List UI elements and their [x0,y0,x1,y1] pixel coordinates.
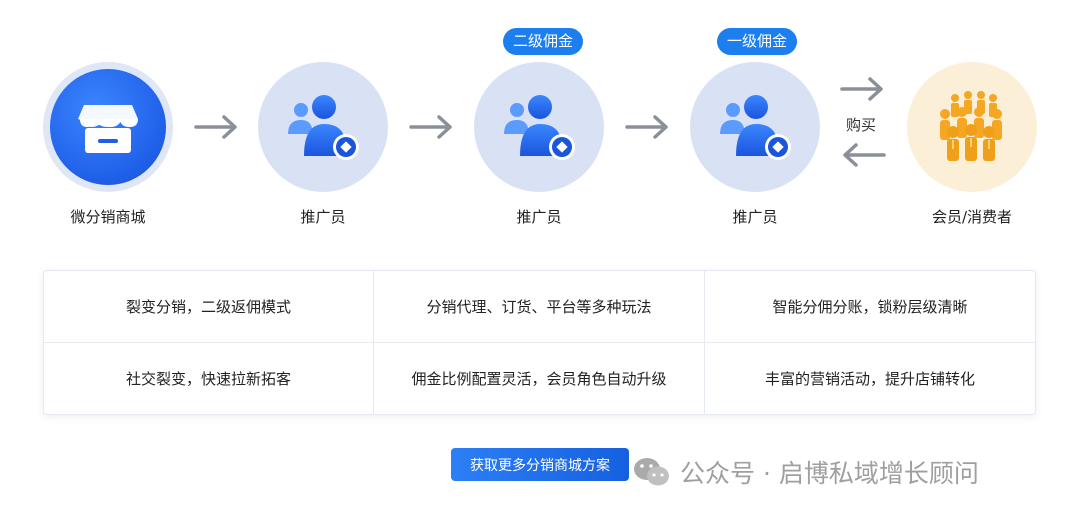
wechat-icon [632,455,672,489]
consumer-node [907,62,1037,192]
arrow-right-icon [409,115,452,139]
feature-cell: 佣金比例配置灵活，会员角色自动升级 [374,343,705,414]
get-more-solutions-button[interactable]: 获取更多分销商城方案 [451,448,629,481]
feature-cell: 社交裂变，快速拉新拓客 [44,343,374,414]
store-node [43,62,173,192]
promoter-node [690,62,820,192]
promoter-node [474,62,604,192]
users-coin-icon [720,95,791,160]
feature-cell: 分销代理、订货、平台等多种玩法 [374,271,705,343]
feature-cell: 智能分佣分账，锁粉层级清晰 [705,271,1035,343]
users-coin-icon [288,95,359,160]
second-level-commission-badge: 二级佣金 [503,28,584,55]
arrow-left-icon [843,143,886,167]
store-label: 微分销商城 [70,208,146,226]
watermark-text: 公众号 · 启博私域增长顾问 [680,459,979,488]
promoter-label: 推广员 [300,208,346,226]
store-icon [78,105,138,153]
arrow-right-icon [194,115,237,139]
users-coin-icon [504,95,575,160]
consumer-label: 会员/消费者 [931,208,1013,226]
crowd-icon [940,91,1002,161]
feature-cell: 丰富的营销活动，提升店铺转化 [764,370,975,388]
promoter-label: 推广员 [732,208,778,226]
promoter-label: 推广员 [516,208,562,226]
buy-label: 购买 [846,116,877,134]
first-level-commission-badge: 一级佣金 [717,28,798,55]
watermark: 公众号 · 启博私域增长顾问 [632,452,979,492]
arrow-right-icon [625,115,668,139]
store-circle [50,69,166,185]
features-table: 裂变分销，二级返佣模式 分销代理、订货、平台等多种玩法 智能分佣分账，锁粉层级清… [43,270,1036,415]
feature-cell: 裂变分销，二级返佣模式 [44,271,374,343]
arrow-right-icon [840,77,883,101]
promoter-node [258,62,388,192]
